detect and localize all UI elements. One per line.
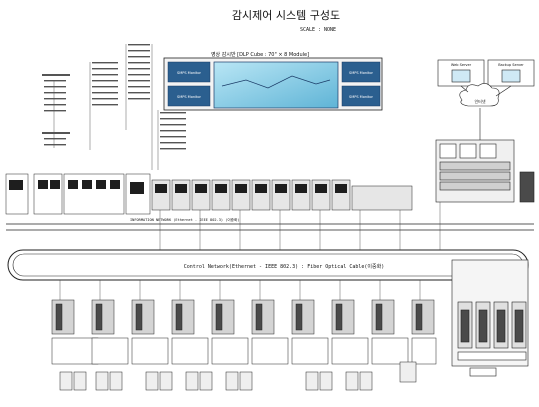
workstation-row (5, 173, 413, 215)
right-monitoring-cluster (451, 259, 529, 377)
web-server-label: Web Server (451, 63, 472, 67)
control-network-label: Control Network(Ethernet - IEEE 802.3) :… (184, 263, 384, 270)
dlp-panel-1-label: SMPS Monitor (177, 71, 202, 75)
information-network-label: INFORMATION NETWORK (Ethernet - IEEE 802… (130, 217, 239, 222)
internet-section (437, 59, 535, 140)
dlp-video-wall: 영상 감시반 [DLP Cube : 70" × 8 Module] SMPS … (163, 51, 383, 111)
dlp-panel-4-label: SMPS Monitor (349, 95, 374, 99)
workstation-monitors (9, 180, 347, 194)
substation-racks (51, 299, 437, 365)
dlp-wall-title: 영상 감시반 [DLP Cube : 70" × 8 Module] (211, 51, 309, 58)
scale-label: SCALE : NONE (300, 27, 336, 33)
dlp-panel-2-label: SMPS Monitor (177, 95, 202, 99)
internet-label: 인터넷 (474, 98, 485, 104)
right-server-rack (435, 139, 535, 203)
left-annotation-lists (53, 44, 159, 170)
information-network-bus (6, 223, 534, 231)
backup-server-label: Backup Server (498, 63, 524, 67)
annotation-text-lines (42, 44, 186, 150)
dlp-panel-3-label: SMPS Monitor (349, 71, 374, 75)
field-units (59, 361, 417, 391)
diagram-title: 감시제어 시스템 구성도 (232, 9, 340, 22)
vertical-links (59, 202, 441, 300)
